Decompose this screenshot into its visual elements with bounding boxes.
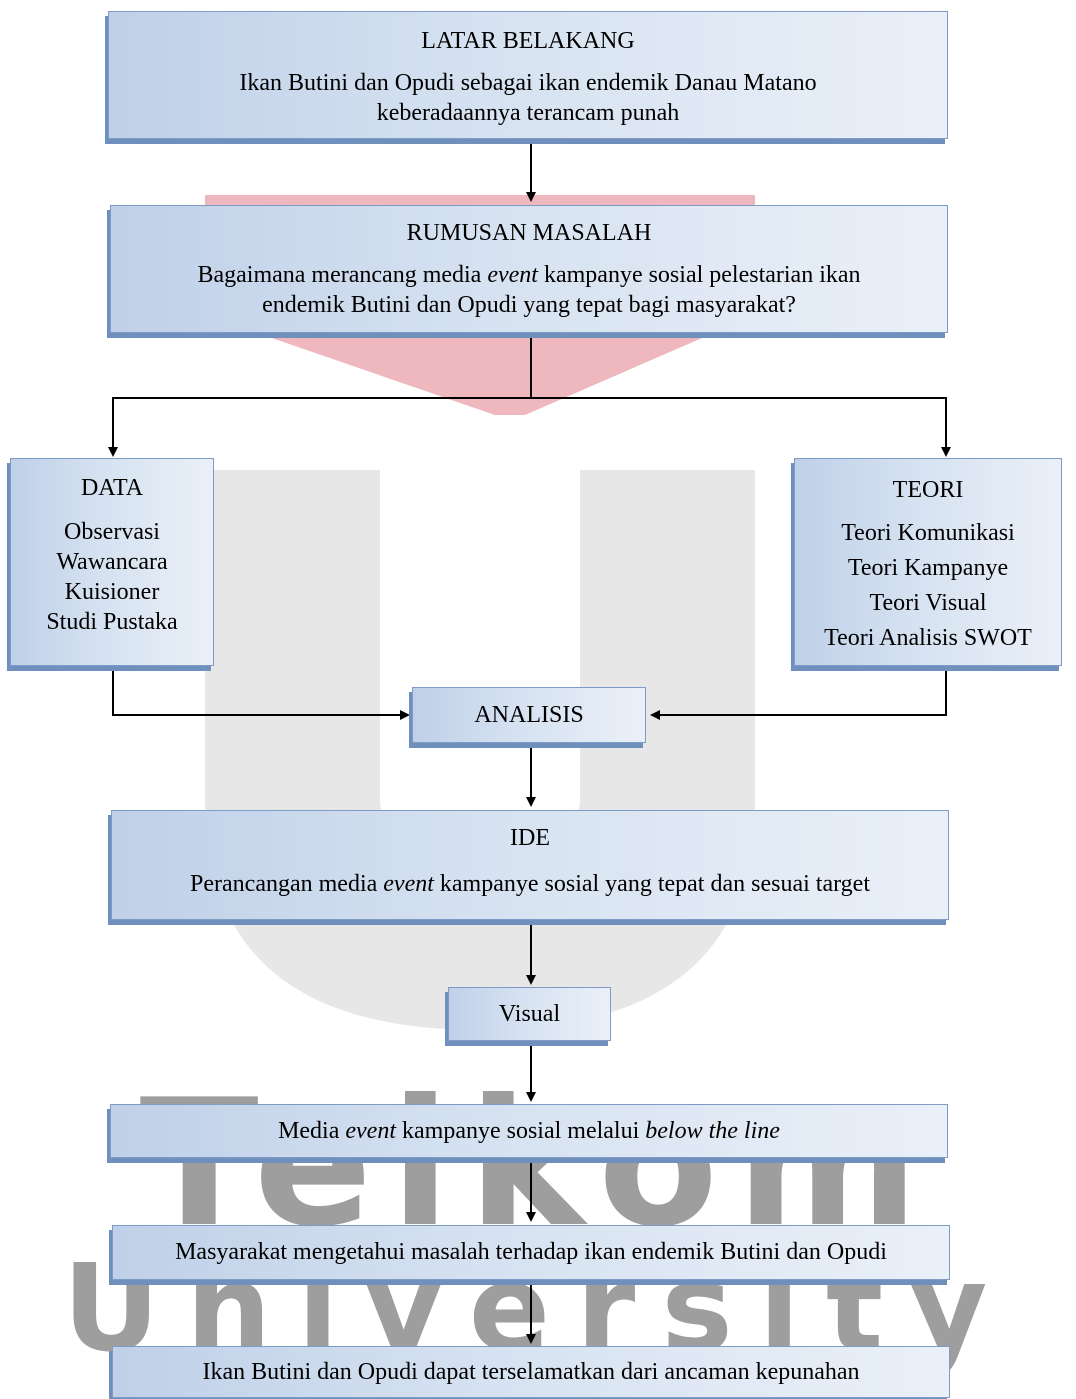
media-box: Media event kampanye sosial melalui belo… <box>110 1104 948 1158</box>
rumusan-masalah-box: RUMUSAN MASALAH Bagaimana merancang medi… <box>110 205 948 333</box>
teori-item: Teori Analisis SWOT <box>824 625 1032 651</box>
teori-item: Teori Komunikasi <box>841 520 1015 546</box>
teori-title: TEORI <box>892 477 964 503</box>
latar-belakang-title: LATAR BELAKANG <box>421 28 635 54</box>
latar-belakang-box: LATAR BELAKANG Ikan Butini dan Opudi seb… <box>108 11 948 139</box>
data-item: Kuisioner <box>64 579 160 605</box>
ide-title: IDE <box>510 825 550 851</box>
rumusan-masalah-line1: Bagaimana merancang media event kampanye… <box>197 262 861 288</box>
arrow-to-data <box>108 397 531 457</box>
visual-label: Visual <box>498 1001 561 1027</box>
ikan-box: Ikan Butini dan Opudi dapat terselamatka… <box>112 1346 950 1398</box>
arrow-data-analisis <box>112 668 410 720</box>
data-item: Studi Pustaka <box>46 609 178 635</box>
masyarakat-line: Masyarakat mengetahui masalah terhadap i… <box>175 1239 887 1265</box>
latar-belakang-line2: keberadaannya terancam punah <box>376 100 680 126</box>
masyarakat-box: Masyarakat mengetahui masalah terhadap i… <box>112 1225 950 1280</box>
data-item: Observasi <box>64 519 160 545</box>
data-box: DATA Observasi Wawancara Kuisioner Studi… <box>10 458 214 666</box>
analisis-label: ANALISIS <box>474 702 584 728</box>
teori-box: TEORI Teori Komunikasi Teori Kampanye Te… <box>794 458 1062 666</box>
analisis-box: ANALISIS <box>412 687 646 743</box>
teori-item: Teori Kampanye <box>847 555 1009 581</box>
ide-line: Perancangan media event kampanye sosial … <box>190 871 870 897</box>
media-line: Media event kampanye sosial melalui belo… <box>278 1118 780 1144</box>
rumusan-masalah-title: RUMUSAN MASALAH <box>406 220 652 246</box>
ikan-line: Ikan Butini dan Opudi dapat terselamatka… <box>202 1359 860 1385</box>
arrow-to-teori <box>531 397 951 457</box>
rumusan-masalah-line2: endemik Butini dan Opudi yang tepat bagi… <box>262 292 796 318</box>
teori-item: Teori Visual <box>869 590 987 616</box>
ide-box: IDE Perancangan media event kampanye sos… <box>111 810 949 920</box>
visual-box: Visual <box>448 987 611 1041</box>
data-title: DATA <box>80 475 144 501</box>
arrow-teori-analisis <box>650 668 947 720</box>
latar-belakang-line1: Ikan Butini dan Opudi sebagai ikan endem… <box>239 70 817 96</box>
data-item: Wawancara <box>56 549 168 575</box>
